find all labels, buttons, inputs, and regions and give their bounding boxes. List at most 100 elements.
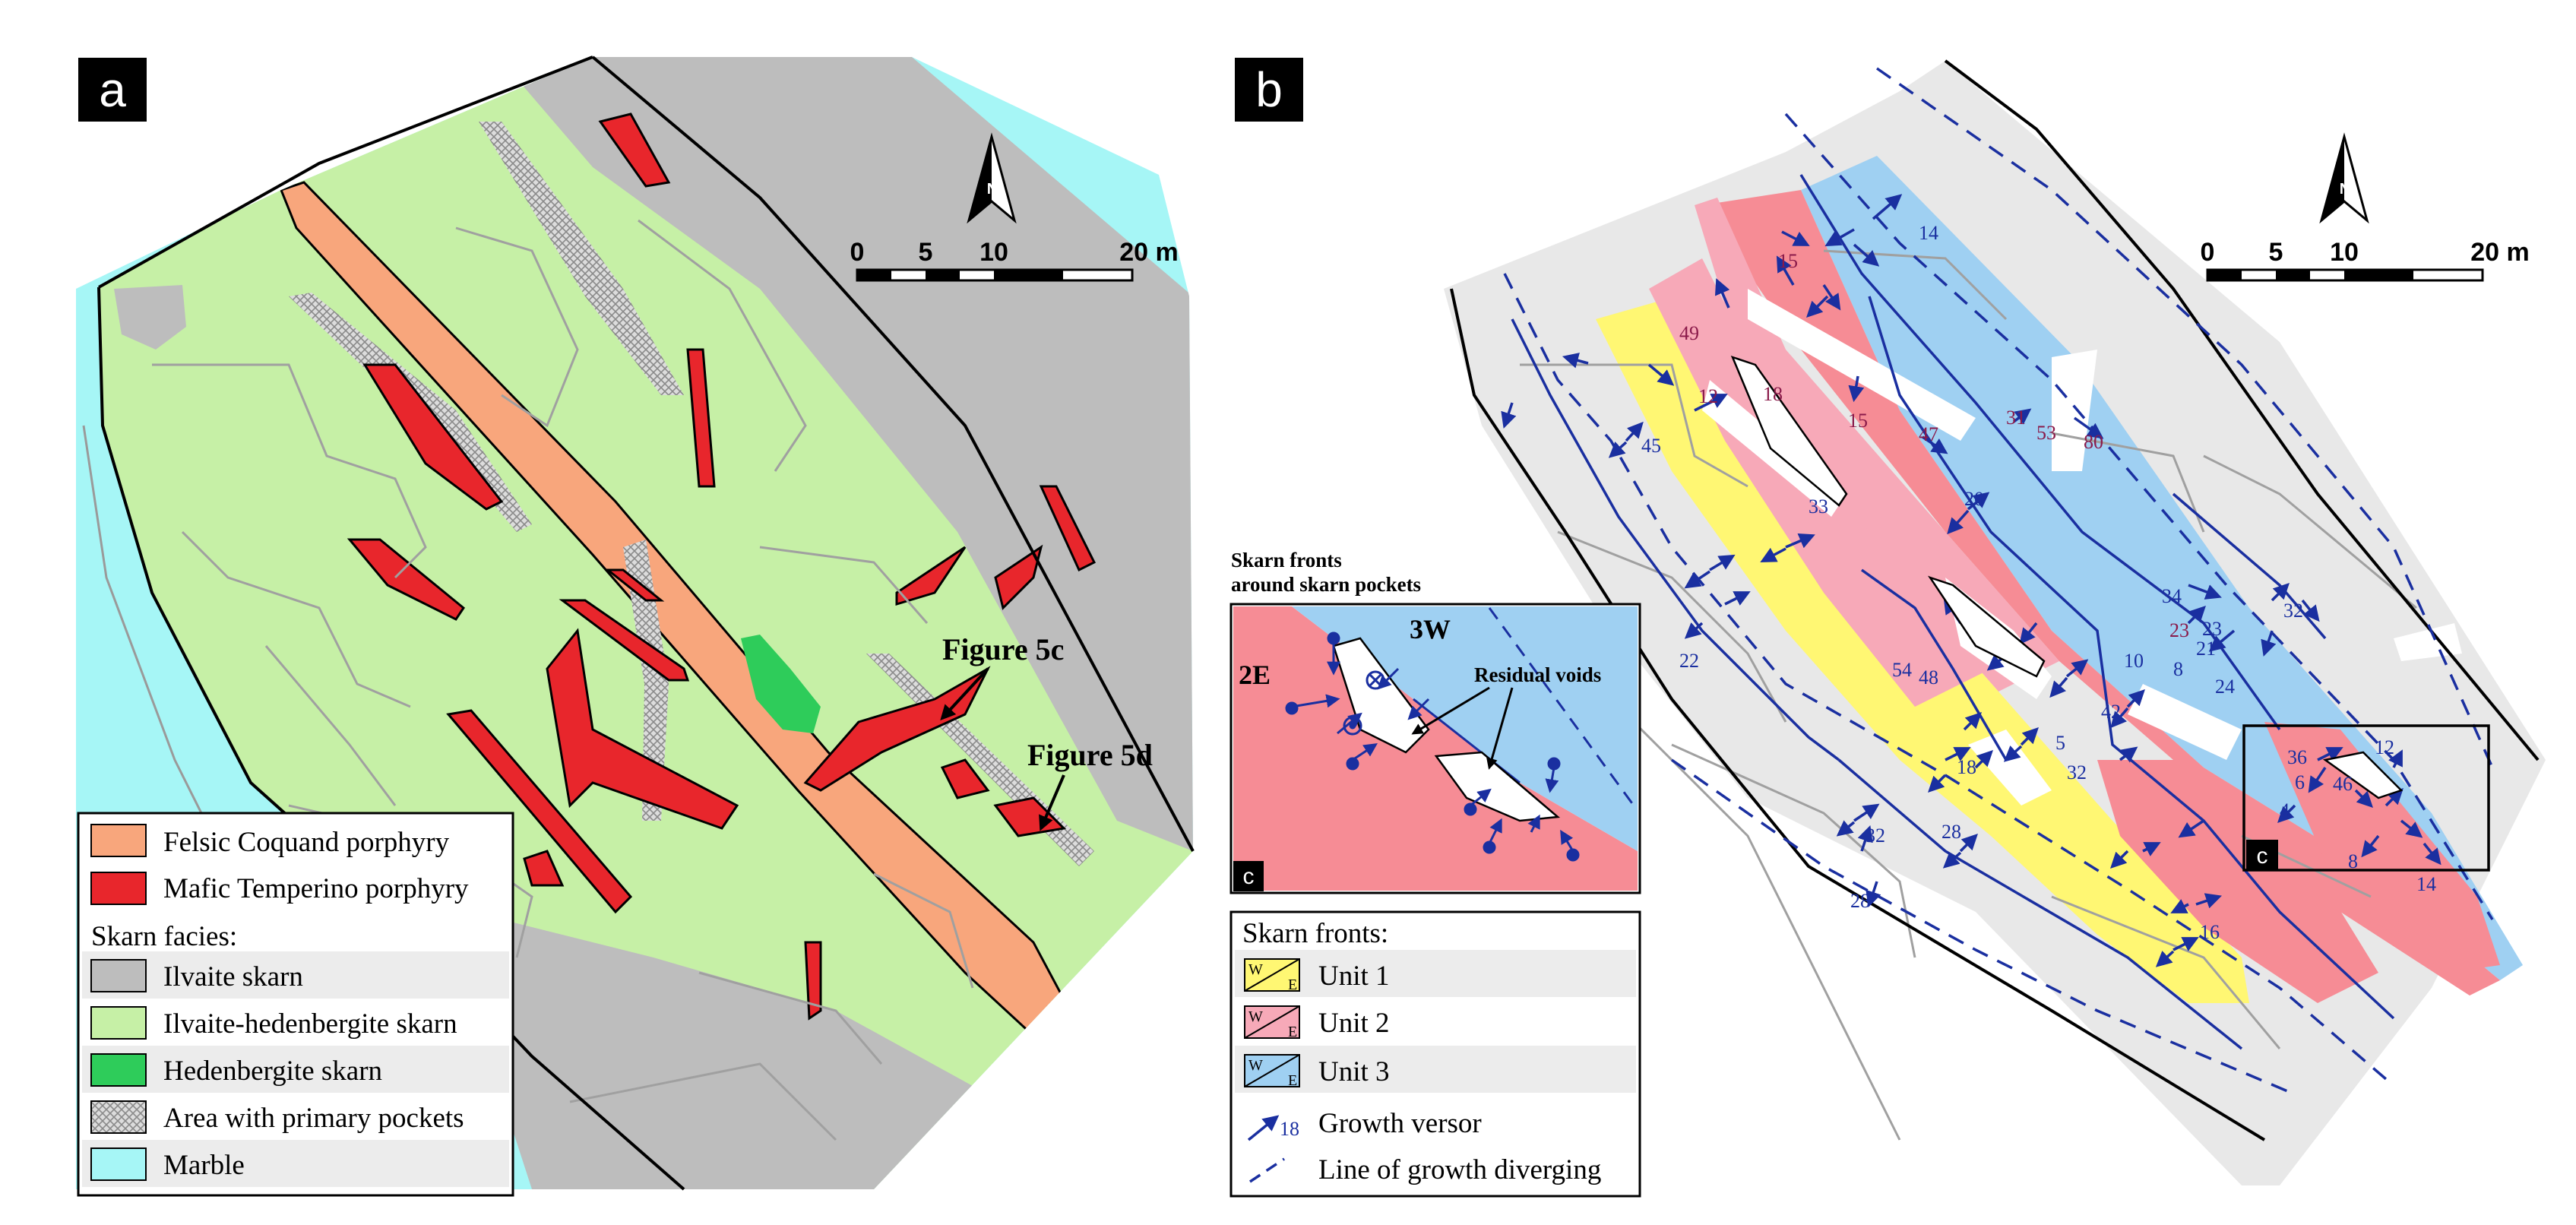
svg-text:23: 23 [2169, 619, 2189, 641]
svg-text:23: 23 [2202, 618, 2222, 640]
svg-text:Felsic Coquand porphyry: Felsic Coquand porphyry [163, 827, 450, 858]
svg-text:20 m: 20 m [2470, 238, 2530, 267]
legend-diverging-symbol [1249, 1157, 1285, 1183]
svg-text:Line of growth diverging: Line of growth diverging [1318, 1154, 1601, 1185]
svg-text:0: 0 [850, 238, 865, 267]
svg-text:Residual voids: Residual voids [1474, 663, 1601, 686]
svg-text:45: 45 [1641, 435, 1661, 457]
svg-text:18: 18 [1280, 1118, 1299, 1140]
svg-text:5: 5 [2055, 732, 2065, 754]
svg-text:Unit 1: Unit 1 [1318, 961, 1390, 992]
svg-text:14: 14 [1919, 222, 1938, 244]
svg-text:Hedenbergite skarn: Hedenbergite skarn [163, 1056, 382, 1087]
svg-text:28: 28 [1941, 821, 1961, 843]
legend-unit-1-swatch: W E [1244, 958, 1300, 993]
svg-text:c: c [1243, 864, 1255, 889]
svg-text:10: 10 [979, 238, 1008, 267]
svg-text:10: 10 [2330, 238, 2359, 267]
ilvaite-band-ne [502, 57, 1193, 851]
inset-skarn-pockets: Skarn fronts around skarn pockets 2E 3W … [1229, 549, 1641, 894]
svg-text:Skarn fronts:: Skarn fronts: [1242, 918, 1388, 949]
svg-text:W: W [1248, 961, 1263, 978]
svg-text:32: 32 [1866, 825, 1885, 847]
legend-a: Felsic Coquand porphyry Mafic Temperino … [77, 812, 514, 1197]
hedenbergite-body [741, 635, 821, 733]
scale-bar-b: 0 5 10 20 m [2201, 238, 2530, 282]
svg-text:20: 20 [1964, 488, 1984, 510]
svg-text:N: N [987, 181, 998, 198]
svg-text:28: 28 [1850, 890, 1870, 912]
svg-text:24: 24 [2215, 676, 2235, 698]
pocket-zone-2 [479, 122, 684, 395]
scale-bar-a: 0 5 10 20 m [850, 238, 1179, 282]
svg-text:Area with primary pockets: Area with primary pockets [163, 1103, 464, 1134]
diverging-lines [1503, 67, 2494, 1096]
legend-versor-symbol: 18 [1247, 1115, 1299, 1141]
svg-text:E: E [1288, 1072, 1297, 1089]
svg-text:Mafic Temperino porphyry: Mafic Temperino porphyry [163, 873, 469, 904]
svg-text:8: 8 [2348, 850, 2358, 872]
map-a-outline [98, 55, 1195, 852]
svg-text:Ilvaite skarn: Ilvaite skarn [163, 961, 303, 992]
svg-text:W: W [1248, 1008, 1263, 1025]
growth-versors [1501, 194, 2442, 967]
svg-text:5: 5 [919, 238, 933, 267]
svg-text:54: 54 [1892, 659, 1912, 681]
svg-text:N: N [2340, 181, 2350, 198]
svg-text:33: 33 [1809, 495, 1828, 518]
legend-unit-3-swatch: W E [1244, 1054, 1300, 1089]
svg-text:14: 14 [2416, 873, 2436, 895]
map-a-sw-edge [97, 286, 685, 1191]
svg-text:E: E [1288, 977, 1297, 993]
svg-text:Marble: Marble [163, 1150, 245, 1181]
north-arrow-b: N [2319, 132, 2369, 224]
svg-text:8: 8 [2173, 658, 2183, 680]
ilvaite-patch-nw [114, 285, 186, 350]
unit-2-front [1695, 198, 2059, 692]
svg-text:53: 53 [2036, 422, 2056, 444]
svg-text:34: 34 [2162, 585, 2182, 607]
svg-text:3W: 3W [1410, 614, 1451, 644]
pocket-zone-3 [623, 540, 669, 821]
svg-text:15: 15 [1778, 250, 1798, 272]
panel-a-label: a [99, 62, 126, 117]
svg-text:15: 15 [1848, 410, 1868, 432]
svg-text:12: 12 [2375, 736, 2394, 758]
svg-text:31: 31 [2006, 407, 2026, 429]
legend-unit-2-swatch: W E [1244, 1005, 1300, 1040]
svg-text:18: 18 [1957, 756, 1976, 778]
svg-text:Skarn fronts: Skarn fronts [1231, 549, 1342, 571]
callout-figure-5c: Figure 5c [940, 632, 1064, 720]
svg-text:36: 36 [2287, 746, 2307, 768]
legend-b: Skarn fronts: W E Unit 1 W E Unit 2 W [1229, 910, 1641, 1198]
svg-text:49: 49 [1679, 322, 1699, 344]
svg-text:6: 6 [2295, 771, 2305, 793]
svg-text:20 m: 20 m [1119, 238, 1179, 267]
svg-text:2E: 2E [1239, 660, 1271, 690]
svg-text:46: 46 [2333, 773, 2353, 795]
svg-text:around skarn pockets: around skarn pockets [1231, 573, 1421, 596]
svg-text:Figure 5d: Figure 5d [1027, 738, 1153, 772]
svg-text:5: 5 [2269, 238, 2283, 267]
inset-c-marker: c [2242, 724, 2490, 872]
growth-lines [1511, 174, 2395, 1050]
svg-text:16: 16 [2200, 921, 2220, 943]
svg-text:Growth versor: Growth versor [1318, 1108, 1482, 1139]
svg-text:42: 42 [2101, 701, 2121, 723]
svg-text:32: 32 [2283, 600, 2303, 622]
callout-figure-5d: Figure 5d [1027, 738, 1153, 831]
svg-text:18: 18 [1763, 383, 1783, 405]
dip-labels-pink: 15 49 12 18 15 47 31 53 80 23 [1679, 250, 2189, 641]
svg-text:Unit 2: Unit 2 [1318, 1008, 1390, 1039]
panel-a: a N 0 5 10 20 m Figure 5c Figure 5d [76, 55, 1195, 1197]
svg-text:Figure 5c: Figure 5c [942, 632, 1064, 666]
skarn-pockets-b [1730, 355, 2404, 799]
svg-text:10: 10 [2124, 650, 2144, 672]
map-b-outline-sw [1450, 288, 2266, 1141]
svg-text:0: 0 [2201, 238, 2215, 267]
panel-b: 14 45 22 54 48 18 28 32 28 10 42 5 32 8 … [1229, 58, 2546, 1198]
svg-text:W: W [1248, 1057, 1263, 1074]
svg-text:Skarn facies:: Skarn facies: [91, 921, 237, 952]
svg-text:4: 4 [2280, 799, 2290, 821]
